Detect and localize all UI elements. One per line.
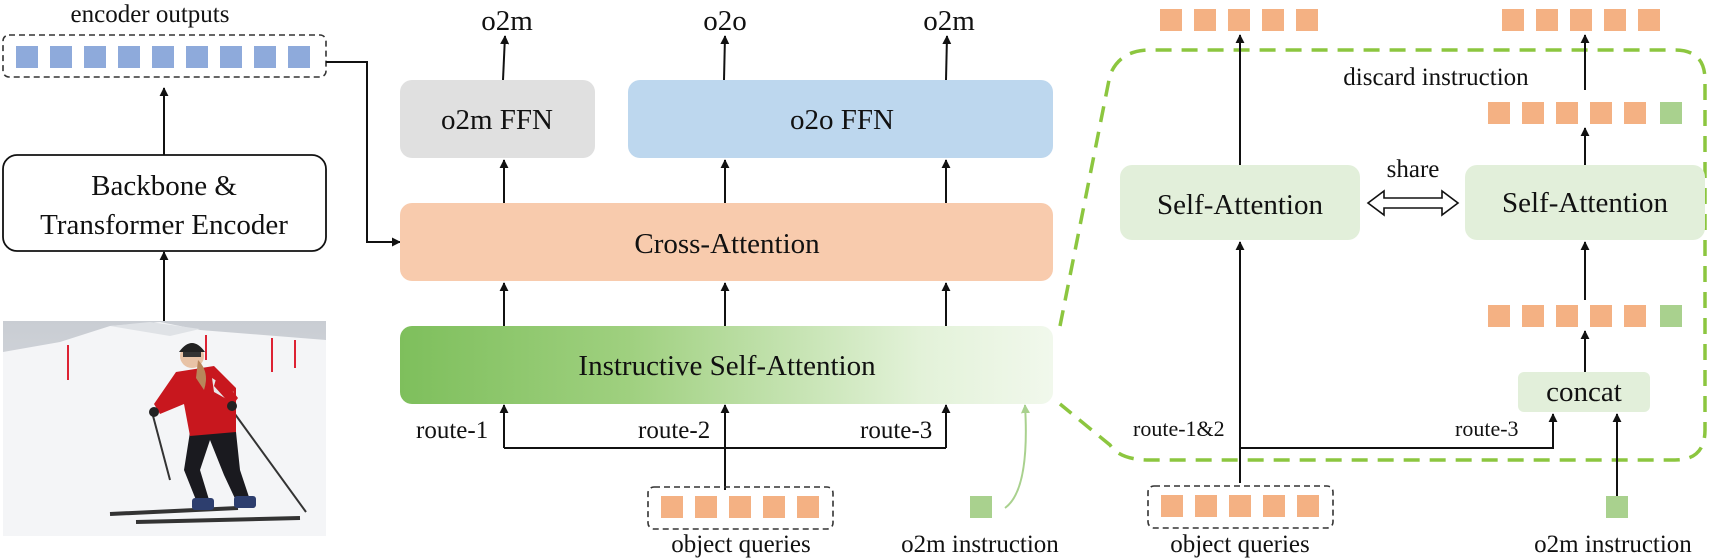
instructive-self-attention-label: Instructive Self-Attention [578, 350, 876, 382]
object-queries-label-right: object queries [1170, 531, 1310, 558]
output-token [1604, 9, 1626, 31]
encoder-token [152, 46, 174, 68]
object-query-tokens-left [661, 496, 819, 518]
query-token [1624, 305, 1646, 327]
concat-label: concat [1546, 376, 1622, 408]
tokens-with-instruction-upper [1488, 102, 1682, 124]
tokens-with-instruction-lower [1488, 305, 1682, 327]
output-o2m-right: o2m [923, 5, 975, 37]
query-token [1488, 102, 1510, 124]
query-token [763, 496, 785, 518]
query-token [1195, 495, 1217, 517]
middle-arrows [499, 35, 952, 490]
object-queries-label-left: object queries [671, 531, 811, 558]
query-token [1522, 305, 1544, 327]
output-tokens-right [1502, 9, 1660, 31]
self-attention-box-right [1465, 165, 1705, 240]
zoom-dashed-outline [1058, 48, 1707, 462]
encoder-token [186, 46, 208, 68]
encoder-token [254, 46, 276, 68]
output-token [1262, 9, 1284, 31]
query-token [695, 496, 717, 518]
encoder-outputs-label: encoder outputs [71, 1, 230, 28]
query-token [1556, 102, 1578, 124]
output-token [1536, 9, 1558, 31]
object-query-tokens-right [1161, 495, 1319, 517]
query-token [1590, 305, 1612, 327]
encoder-output-tokens [16, 46, 310, 68]
encoder-token [220, 46, 242, 68]
share-label: share [1387, 156, 1440, 183]
query-token [729, 496, 751, 518]
self-attention-label-left: Self-Attention [1157, 189, 1323, 221]
output-token [1160, 9, 1182, 31]
o2m-instruction-token-right [1606, 496, 1628, 518]
encoder-outputs-box [2, 34, 327, 78]
self-attention-box-left [1120, 165, 1360, 240]
query-token [1624, 102, 1646, 124]
o2o-ffn-label: o2o FFN [790, 104, 894, 136]
route-3-label: route-3 [860, 417, 932, 444]
zoom-arrows [1235, 34, 1622, 500]
cross-attention-label: Cross-Attention [634, 228, 820, 260]
query-token [1522, 102, 1544, 124]
output-token [1228, 9, 1250, 31]
arrow-encoder-to-cross-attention [326, 61, 401, 247]
o2m-instruction-arrow-left [1004, 404, 1030, 509]
output-token [1194, 9, 1216, 31]
output-token [1570, 9, 1592, 31]
route-1-2-label: route-1&2 [1133, 416, 1225, 441]
o2m-instruction-token-left [970, 496, 992, 518]
self-attention-label-right: Self-Attention [1502, 187, 1668, 219]
o2o-ffn-box [628, 80, 1053, 158]
query-token [1556, 305, 1578, 327]
instructive-self-attention-box [400, 326, 1053, 404]
output-o2o: o2o [703, 5, 747, 37]
output-token [1296, 9, 1318, 31]
skier-photo [3, 321, 326, 536]
output-o2m-left: o2m [481, 5, 533, 37]
query-token [1161, 495, 1183, 517]
o2m-ffn-label: o2m FFN [441, 104, 553, 136]
encoder-token [288, 46, 310, 68]
query-token [1297, 495, 1319, 517]
o2m-ffn-box [400, 80, 595, 158]
query-token [1488, 305, 1510, 327]
query-token [661, 496, 683, 518]
encoder-token [50, 46, 72, 68]
query-token [1229, 495, 1251, 517]
encoder-token [118, 46, 140, 68]
cross-attention-box [400, 203, 1053, 281]
query-token [797, 496, 819, 518]
route-2-label: route-2 [638, 417, 710, 444]
encoder-token [84, 46, 106, 68]
encoder-token [16, 46, 38, 68]
instruction-token [1660, 102, 1682, 124]
double-arrow-icon [1366, 189, 1460, 217]
query-token [1590, 102, 1612, 124]
backbone-label-line2: Transformer Encoder [40, 209, 288, 241]
route-1-label: route-1 [416, 417, 488, 444]
route-3-right-label: route-3 [1455, 416, 1519, 441]
backbone-label-line1: Backbone & [91, 170, 237, 202]
instruction-token [1660, 305, 1682, 327]
output-token [1502, 9, 1524, 31]
discard-instruction-label: discard instruction [1343, 64, 1529, 91]
query-token [1263, 495, 1285, 517]
output-token [1638, 9, 1660, 31]
concat-box [1518, 372, 1650, 412]
o2m-instruction-label-right: o2m instruction [1534, 531, 1692, 558]
output-tokens-left [1160, 9, 1318, 31]
o2m-instruction-label-left: o2m instruction [901, 531, 1059, 558]
